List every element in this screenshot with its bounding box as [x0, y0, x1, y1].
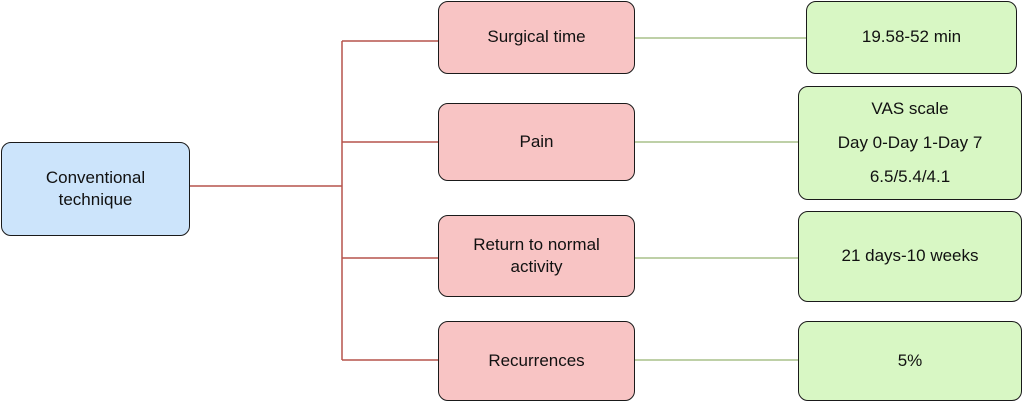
result-text-line3: 6.5/5.4/4.1	[869, 167, 951, 186]
result-node-recurrences: 5%	[798, 321, 1022, 401]
category-node-recurrences: Recurrences	[438, 321, 635, 401]
category-label-line1: Return to normal	[473, 234, 600, 254]
category-node-surgical-time: Surgical time	[438, 1, 635, 74]
root-label-line2: technique	[58, 190, 133, 209]
result-node-return-to-normal-activity: 21 days-10 weeks	[798, 211, 1022, 302]
root-node-conventional-technique: Conventional technique	[1, 142, 190, 236]
root-label-line1: Conventional	[45, 167, 146, 187]
category-label: Pain	[519, 131, 554, 151]
category-label: Recurrences	[488, 350, 585, 370]
result-text: 19.58-52 min	[861, 27, 962, 47]
result-text-line1: VAS scale	[871, 99, 949, 118]
result-text: 5%	[897, 350, 923, 370]
result-node-surgical-time: 19.58-52 min	[806, 1, 1017, 74]
category-node-pain: Pain	[438, 103, 635, 181]
category-label-line2: activity	[510, 257, 563, 276]
category-label: Surgical time	[487, 27, 586, 47]
result-node-pain: VAS scale Day 0-Day 1-Day 7 6.5/5.4/4.1	[798, 86, 1022, 200]
category-node-return-to-normal-activity: Return to normal activity	[438, 215, 635, 297]
result-text-line2: Day 0-Day 1-Day 7	[837, 133, 983, 152]
result-text: 21 days-10 weeks	[841, 246, 979, 266]
